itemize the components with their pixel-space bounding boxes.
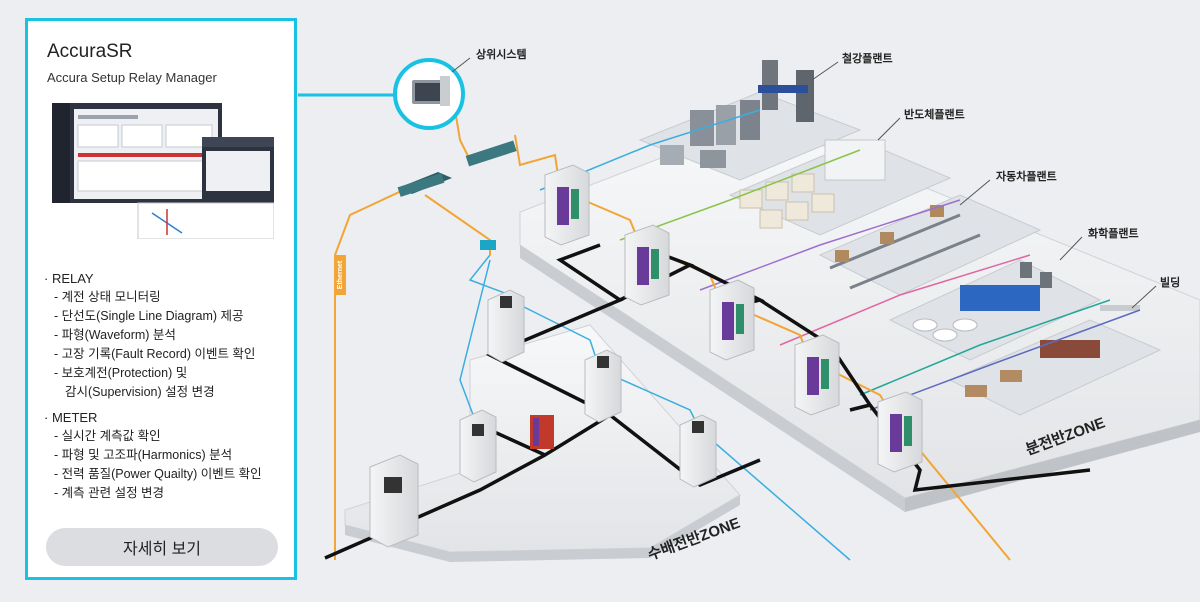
upper-system-label: 상위시스템 bbox=[476, 47, 527, 61]
relay-item: 감시(Supervision) 설정 변경 bbox=[65, 385, 215, 399]
building-equipment bbox=[965, 305, 1140, 397]
product-subtitle: Accura Setup Relay Manager bbox=[47, 70, 217, 85]
relay-item: - 파형(Waveform) 분석 bbox=[54, 328, 176, 342]
relay-heading: · RELAY bbox=[44, 271, 94, 286]
meter-item: - 계측 관련 설정 변경 bbox=[54, 486, 165, 500]
relay-item: - 단선도(Single Line Diagram) 제공 bbox=[54, 309, 244, 323]
chemical-plant-equipment bbox=[912, 262, 1052, 342]
switching-hub-2 bbox=[465, 140, 517, 167]
relay-item: - 계전 상태 모니터링 bbox=[54, 290, 161, 304]
upper-system-node[interactable] bbox=[298, 58, 465, 130]
feature-list: · RELAY - 계전 상태 모니터링 - 단선도(Single Line D… bbox=[44, 269, 294, 503]
meter-item: - 파형 및 고조파(Harmonics) 분석 bbox=[54, 448, 233, 462]
info-card: AccuraSR Accura Setup Relay Manager · RE… bbox=[25, 18, 297, 580]
plant-labels: 철강플랜트 반도체플랜트 자동차플랜트 화학플랜트 빌딩 bbox=[811, 51, 1180, 309]
automotive-plant-equipment bbox=[829, 205, 981, 290]
plant-label-steel: 철강플랜트 bbox=[842, 51, 893, 65]
plant-label-semiconductor: 반도체플랜트 bbox=[904, 107, 965, 121]
switching-hub-1 bbox=[397, 172, 452, 197]
plant-label-chemical: 화학플랜트 bbox=[1088, 226, 1139, 240]
view-details-button[interactable]: 자세히 보기 bbox=[46, 528, 278, 566]
switchgear-panels bbox=[369, 289, 717, 548]
product-title: AccuraSR bbox=[47, 41, 133, 62]
ethernet-tag: Ethernet bbox=[334, 255, 346, 295]
ethernet-tag-label: Ethernet bbox=[337, 260, 344, 289]
steel-plant-equipment bbox=[660, 60, 814, 168]
meter-item: - 실시간 계측값 확인 bbox=[54, 429, 161, 443]
meter-item: - 전력 품질(Power Quailty) 이벤트 확인 bbox=[54, 467, 262, 481]
dist-panels bbox=[544, 164, 923, 473]
relay-item: - 고장 기록(Fault Record) 이벤트 확인 bbox=[54, 347, 256, 361]
software-screenshot-thumbnail bbox=[52, 103, 274, 239]
relay-item: - 보호계전(Protection) 및 bbox=[54, 366, 188, 380]
meter-heading: · METER bbox=[44, 410, 98, 425]
plant-label-automotive: 자동차플랜트 bbox=[996, 169, 1057, 183]
converter bbox=[480, 240, 496, 250]
plant-label-building: 빌딩 bbox=[1160, 275, 1180, 289]
